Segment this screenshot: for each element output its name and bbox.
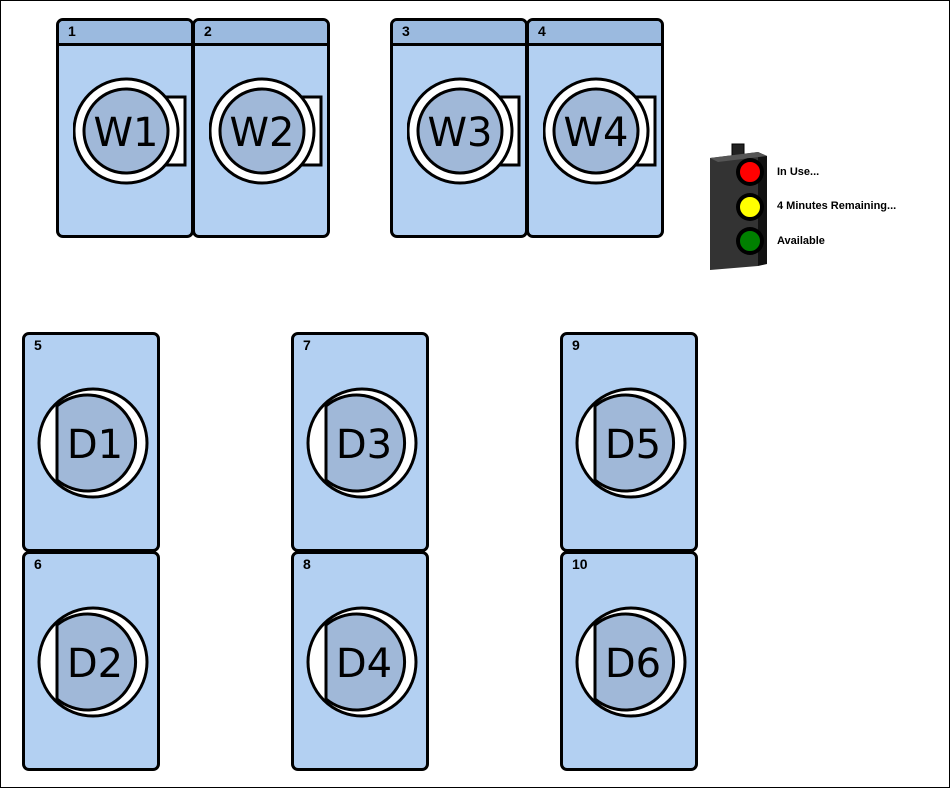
dryer-6[interactable]: 10 D6 <box>560 551 698 771</box>
green-light-icon <box>738 229 762 253</box>
machine-number: 4 <box>538 23 546 39</box>
washer-control-panel <box>59 21 191 46</box>
machine-label: D6 <box>605 641 661 687</box>
machine-number: 3 <box>402 23 410 39</box>
dryer-door-icon: D6 <box>575 606 687 718</box>
machine-label: W2 <box>230 110 295 156</box>
washer-control-panel <box>195 21 327 46</box>
machine-number: 1 <box>68 23 76 39</box>
washer-door-icon: W2 <box>209 77 323 185</box>
legend-in-use: In Use... <box>777 166 820 178</box>
traffic-light-icon <box>710 143 767 270</box>
dryer-door-icon: D3 <box>306 387 418 499</box>
machine-number: 8 <box>303 556 311 572</box>
machine-number: 6 <box>34 556 42 572</box>
machine-label: D3 <box>336 422 392 468</box>
machine-number: 2 <box>204 23 212 39</box>
machine-number: 10 <box>572 556 588 572</box>
washer-1[interactable]: 1 W1 <box>56 18 194 238</box>
dryer-1[interactable]: 5 D1 <box>22 332 160 552</box>
dryer-door-icon: D5 <box>575 387 687 499</box>
legend-available: Available <box>777 235 825 247</box>
dryer-door-icon: D1 <box>37 387 149 499</box>
washer-door-icon: W1 <box>73 77 187 185</box>
washer-4[interactable]: 4 W4 <box>526 18 664 238</box>
dryer-3[interactable]: 7 D3 <box>291 332 429 552</box>
red-light-icon <box>738 160 762 184</box>
machine-number: 5 <box>34 337 42 353</box>
washer-control-panel <box>529 21 661 46</box>
washer-door-icon: W3 <box>407 77 521 185</box>
machine-label: D1 <box>67 422 123 468</box>
washer-control-panel <box>393 21 525 46</box>
machine-number: 7 <box>303 337 311 353</box>
status-legend: In Use... 4 Minutes Remaining... Availab… <box>700 140 940 280</box>
machine-label: D4 <box>336 641 392 687</box>
legend-minutes-remaining: 4 Minutes Remaining... <box>777 200 897 212</box>
machine-label: W1 <box>94 110 159 156</box>
machine-label: D2 <box>67 641 123 687</box>
dryer-5[interactable]: 9 D5 <box>560 332 698 552</box>
washer-3[interactable]: 3 W3 <box>390 18 528 238</box>
machine-label: W4 <box>564 110 629 156</box>
machine-number: 9 <box>572 337 580 353</box>
dryer-4[interactable]: 8 D4 <box>291 551 429 771</box>
dryer-door-icon: D2 <box>37 606 149 718</box>
washer-2[interactable]: 2 W2 <box>192 18 330 238</box>
machine-label: D5 <box>605 422 661 468</box>
dryer-2[interactable]: 6 D2 <box>22 551 160 771</box>
washer-door-icon: W4 <box>543 77 657 185</box>
dryer-door-icon: D4 <box>306 606 418 718</box>
machine-label: W3 <box>428 110 493 156</box>
yellow-light-icon <box>738 195 762 219</box>
